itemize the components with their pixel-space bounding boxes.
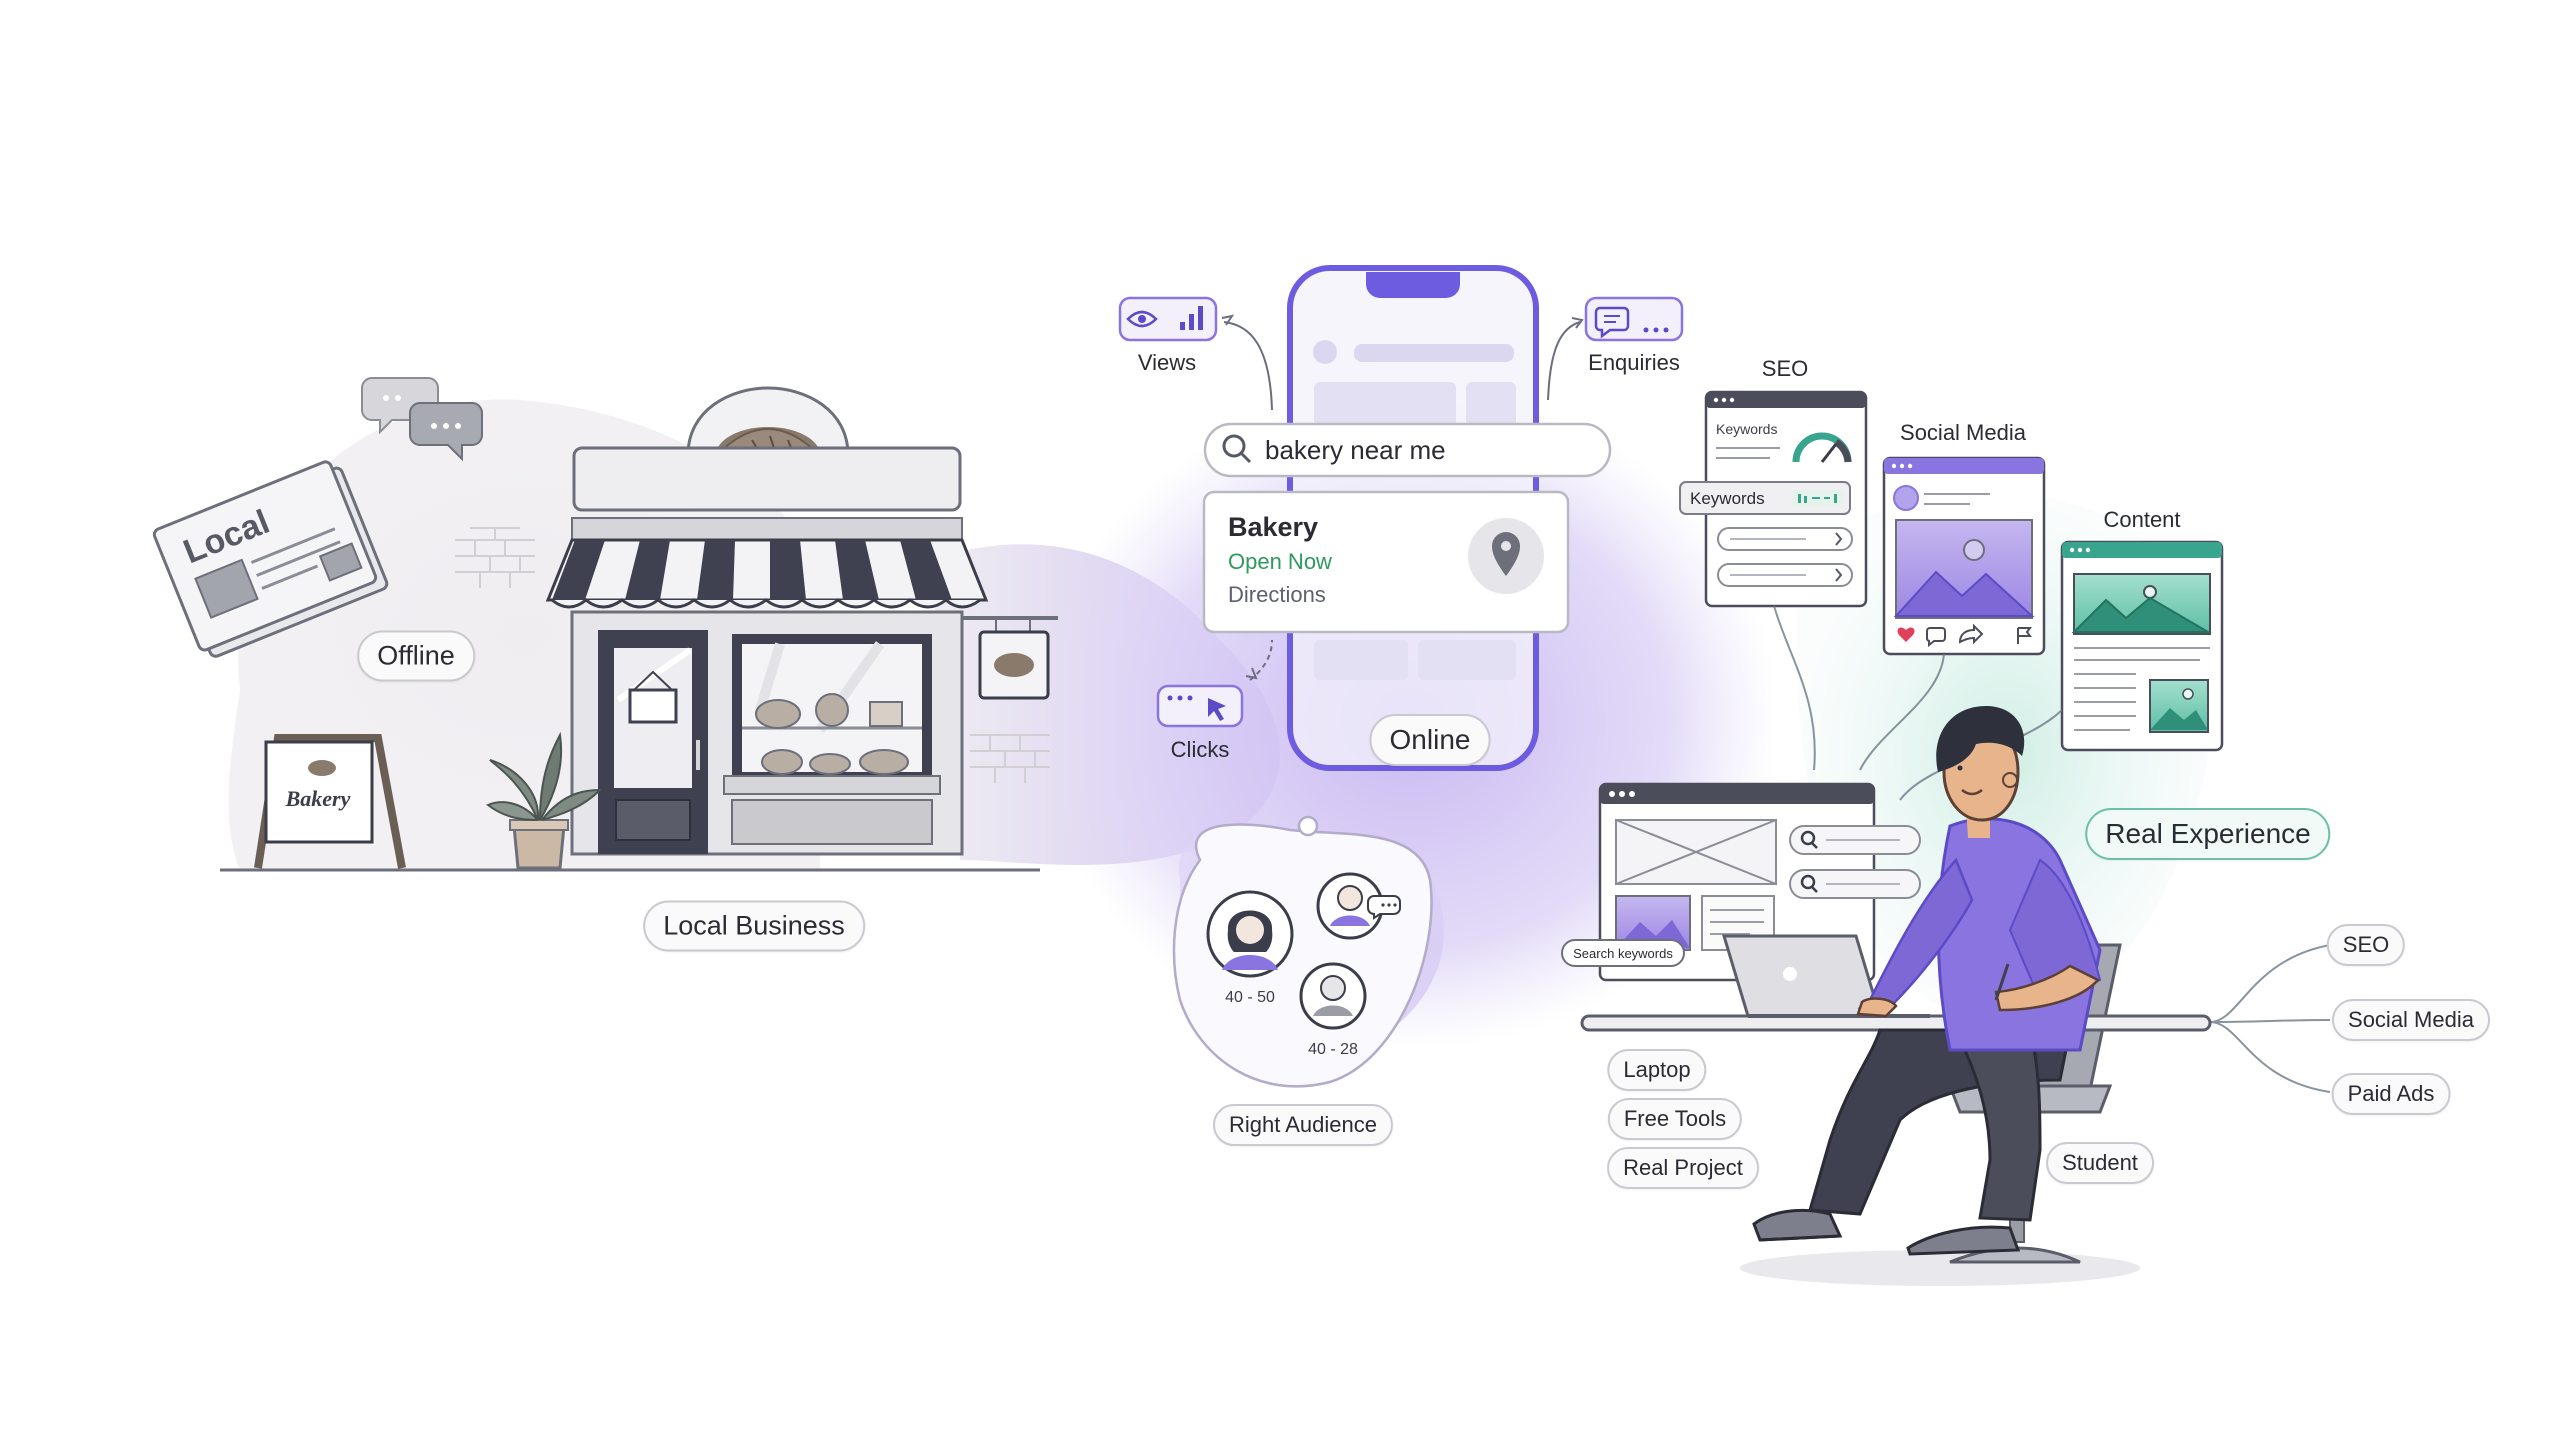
audience-age-bubble: 40 - 50	[1225, 989, 1275, 1006]
sign-bakery-text: Bakery	[285, 786, 351, 811]
content-window	[2060, 540, 2224, 752]
tool-real-project-label: Real Project	[1607, 1147, 1759, 1189]
heart-icon	[1897, 627, 1915, 642]
social-media-window	[1882, 456, 2046, 656]
offline-label: Offline	[357, 630, 475, 682]
brick-pattern	[455, 527, 1050, 783]
browser-window: Search keywords	[1561, 782, 1921, 982]
channel-paid-ads-label: Paid Ads	[2331, 1073, 2451, 1115]
gauge-icon	[1792, 432, 1852, 463]
student-at-desk	[1580, 706, 2212, 1286]
connector-lines	[1773, 605, 2331, 1093]
search-result-card[interactable]: Bakery Open Now Directions	[1202, 490, 1570, 634]
enquiries-badge	[1584, 296, 1684, 342]
real-experience-label: Real Experience	[2085, 808, 2331, 860]
flag-icon	[2017, 627, 2032, 644]
seo-keywords-tag: Keywords	[1690, 489, 1765, 508]
clicks-badge	[1156, 684, 1244, 728]
potted-plant-icon	[486, 731, 603, 870]
result-status: Open Now	[1228, 549, 1332, 574]
clicks-label: Clicks	[1170, 737, 1230, 762]
bakery-a-frame-sign: Bakery	[254, 734, 406, 869]
right-audience-label: Right Audience	[1213, 1104, 1393, 1146]
share-icon	[1958, 623, 1984, 645]
bakery-storefront	[220, 386, 1058, 872]
result-name: Bakery	[1228, 512, 1318, 542]
cursor-icon	[1208, 698, 1226, 721]
chat-bubbles-icon	[361, 377, 483, 462]
seo-window: Keywords Keywords	[1679, 390, 1868, 608]
local-business-label: Local Business	[643, 900, 865, 952]
social-media-header-label: Social Media	[1900, 420, 2026, 445]
student-label: Student	[2046, 1142, 2154, 1184]
views-label: Views	[1137, 350, 1197, 375]
seo-keywords-label: Keywords	[1716, 421, 1777, 437]
tool-free-tools-label: Free Tools	[1607, 1098, 1743, 1140]
map-pin-icon	[1492, 532, 1520, 576]
eye-icon	[1126, 310, 1158, 328]
avatar	[1299, 962, 1367, 1030]
search-query[interactable]: bakery near me	[1265, 435, 1446, 465]
views-badge	[1118, 296, 1218, 342]
search-keywords-tag: Search keywords	[1573, 946, 1673, 961]
online-label: Online	[1369, 714, 1491, 766]
avatar	[1206, 890, 1294, 978]
channel-social-media-label: Social Media	[2332, 999, 2490, 1041]
audience-age-bubble: 40 - 28	[1308, 1041, 1358, 1058]
comment-icon	[1926, 627, 1946, 648]
message-icon	[1594, 306, 1630, 339]
content-header-label: Content	[2103, 507, 2181, 532]
avatar	[1316, 872, 1401, 940]
newspaper-icon: Local	[152, 460, 389, 658]
audience-cluster: 40 - 50 40 - 28	[1172, 815, 1433, 1088]
search-icon	[1222, 434, 1252, 464]
seo-header-label: SEO	[1761, 356, 1809, 381]
result-directions-link[interactable]: Directions	[1228, 582, 1326, 607]
tool-laptop-label: Laptop	[1607, 1049, 1707, 1091]
enquiries-label: Enquiries	[1588, 350, 1680, 375]
search-bar[interactable]: bakery near me	[1203, 422, 1612, 478]
channel-seo-label: SEO	[2326, 924, 2406, 966]
bar-chart-icon	[1180, 306, 1203, 330]
